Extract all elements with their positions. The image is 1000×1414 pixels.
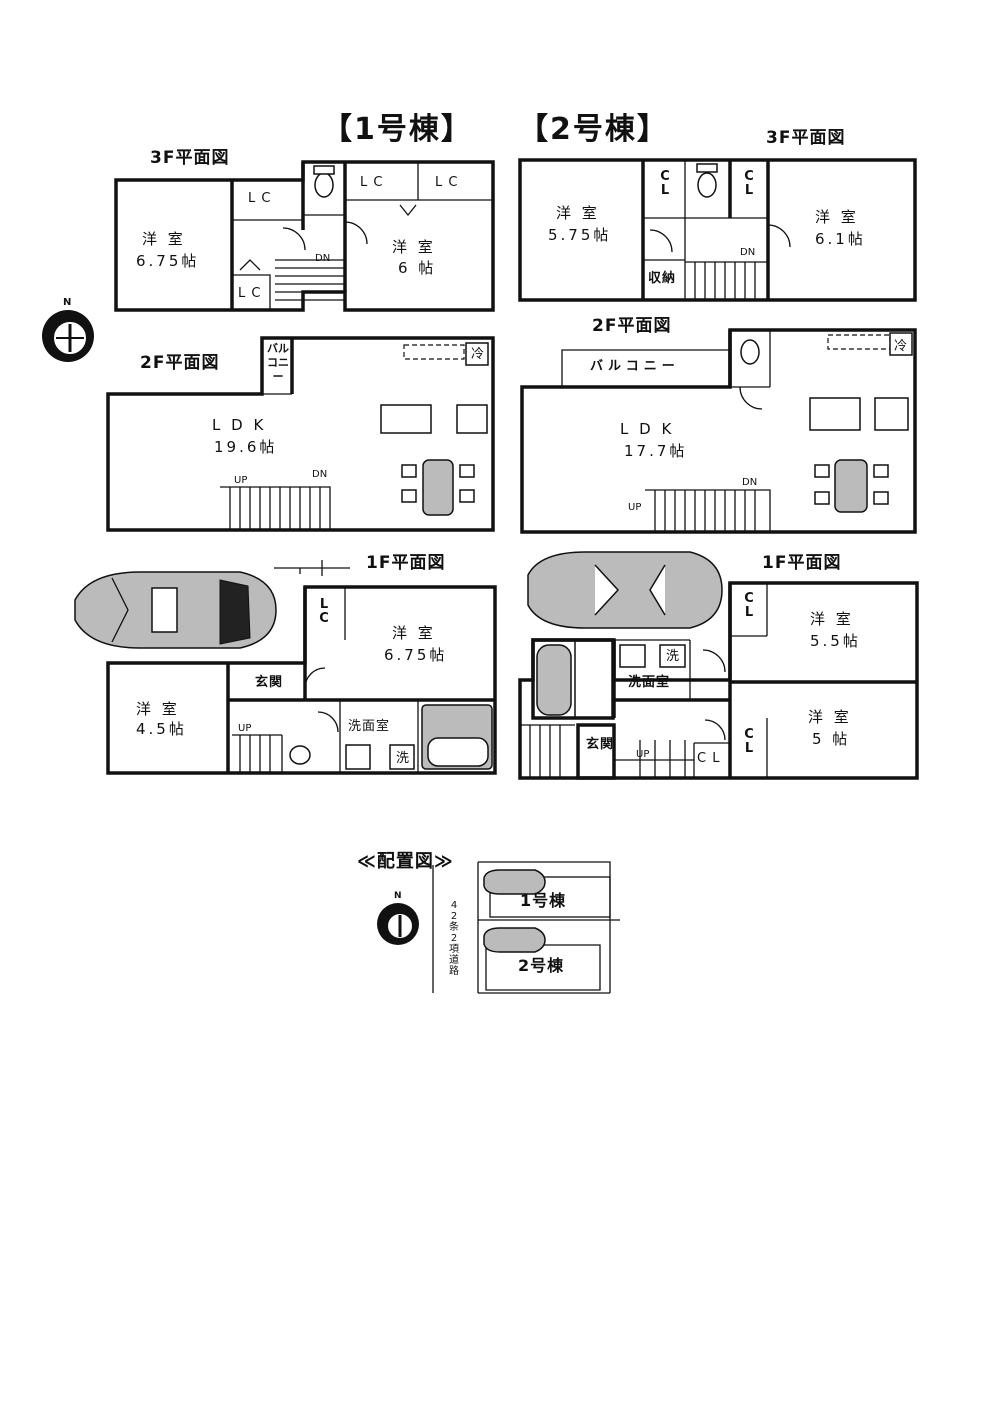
b2-3f-room2-size: 6.1帖 — [815, 230, 866, 248]
b1-2f-stair-up: UP — [234, 475, 248, 486]
b2-2f-plan — [520, 328, 917, 534]
b2-1f-label: 1F平面図 — [762, 553, 842, 573]
b2-2f-ldk: L D K — [620, 420, 675, 438]
b1-3f-label: 3F平面図 — [150, 148, 230, 168]
b2-2f-balcony: バルコニー — [590, 359, 680, 374]
b2-2f-ldk-size: 17.7帖 — [624, 442, 688, 460]
b2-3f-closet-1: C L — [660, 169, 670, 198]
b2-1f-closet-3: C L — [697, 751, 721, 766]
b1-1f-closet: L C — [319, 597, 329, 626]
b2-1f-washroom: 洗面室 — [628, 675, 671, 690]
b2-1f-room1-size: 5.5帖 — [810, 632, 861, 650]
b1-3f-room2-name: 洋 室 — [392, 238, 436, 256]
b2-3f-label: 3F平面図 — [766, 128, 846, 148]
b1-2f-label: 2F平面図 — [140, 353, 220, 373]
b1-3f-room1-name: 洋 室 — [142, 230, 186, 248]
b1-car — [74, 571, 277, 649]
b1-1f-room1-name: 洋 室 — [392, 624, 436, 642]
b2-3f-closet-2: C L — [744, 169, 754, 198]
b1-1f-stair-up: UP — [238, 723, 252, 734]
b2-3f-room1-name: 洋 室 — [556, 204, 600, 222]
compass-north-label: N — [63, 297, 72, 308]
b1-1f-room1-size: 6.75帖 — [384, 646, 448, 664]
b1-1f-room2-name: 洋 室 — [136, 700, 180, 718]
b2-3f-stair-dn: DN — [740, 247, 756, 258]
compass-site — [377, 903, 419, 945]
b1-3f-closet-4: L C — [238, 286, 262, 301]
b1-3f-stair-dn: DN — [315, 253, 331, 264]
b1-2f-ldk: L D K — [212, 416, 267, 434]
compass-main — [42, 310, 94, 362]
b1-2f-balcony: バルコニー — [267, 342, 289, 383]
building-1-title: 【1号棟】 — [322, 112, 473, 147]
site-plan-road: 42条2項道路 — [449, 900, 459, 977]
b2-1f-room1-name: 洋 室 — [810, 610, 854, 628]
b1-3f-closet-2: L C — [360, 175, 384, 190]
site-plan-drawing — [432, 861, 620, 994]
b2-1f-plan — [518, 551, 919, 780]
b1-1f-plan — [74, 560, 497, 775]
site-compass-north-label: N — [394, 891, 402, 901]
b1-1f-label: 1F平面図 — [366, 553, 446, 573]
b1-2f-plan — [106, 336, 495, 532]
b2-2f-fridge: 冷 — [894, 339, 909, 354]
b1-3f-closet-1: L C — [248, 191, 272, 206]
b2-3f-plan — [518, 158, 917, 302]
b1-3f-plan — [114, 160, 495, 312]
b2-1f-entrance: 玄関 — [586, 737, 615, 752]
b1-3f-room2-size: 6 帖 — [398, 259, 437, 277]
building-2-title: 【2号棟】 — [518, 112, 669, 147]
b1-2f-ldk-size: 19.6帖 — [214, 438, 278, 456]
b1-1f-washroom: 洗面室 — [348, 719, 391, 734]
b1-2f-stair-dn: DN — [312, 469, 328, 480]
site-plan-lot-2: 2号棟 — [518, 956, 565, 975]
b2-3f-room2-name: 洋 室 — [815, 208, 859, 226]
b2-3f-storage: 収納 — [648, 271, 677, 286]
b2-1f-room2-name: 洋 室 — [808, 708, 852, 726]
b2-3f-room1-size: 5.75帖 — [548, 226, 612, 244]
site-plan-title: ≪配置図≫ — [357, 851, 454, 872]
b2-2f-label: 2F平面図 — [592, 316, 672, 336]
b2-2f-stair-dn: DN — [742, 477, 758, 488]
b2-1f-closet-2: C L — [744, 727, 754, 756]
site-plan-lot-1: 1号棟 — [520, 891, 567, 910]
b1-1f-entrance: 玄関 — [255, 675, 284, 690]
b1-3f-closet-3: L C — [435, 175, 459, 190]
b2-1f-room2-size: 5 帖 — [812, 730, 851, 748]
b1-1f-room2-size: 4.5帖 — [136, 720, 187, 738]
b2-2f-stair-up: UP — [628, 502, 642, 513]
b2-car — [527, 551, 723, 629]
b2-1f-closet-1: C L — [744, 591, 754, 620]
b1-2f-fridge: 冷 — [471, 347, 486, 362]
b2-1f-stair-up: UP — [636, 749, 650, 760]
b1-3f-room1-size: 6.75帖 — [136, 252, 200, 270]
b2-1f-washer: 洗 — [666, 649, 681, 664]
b1-1f-washer: 洗 — [396, 751, 411, 766]
